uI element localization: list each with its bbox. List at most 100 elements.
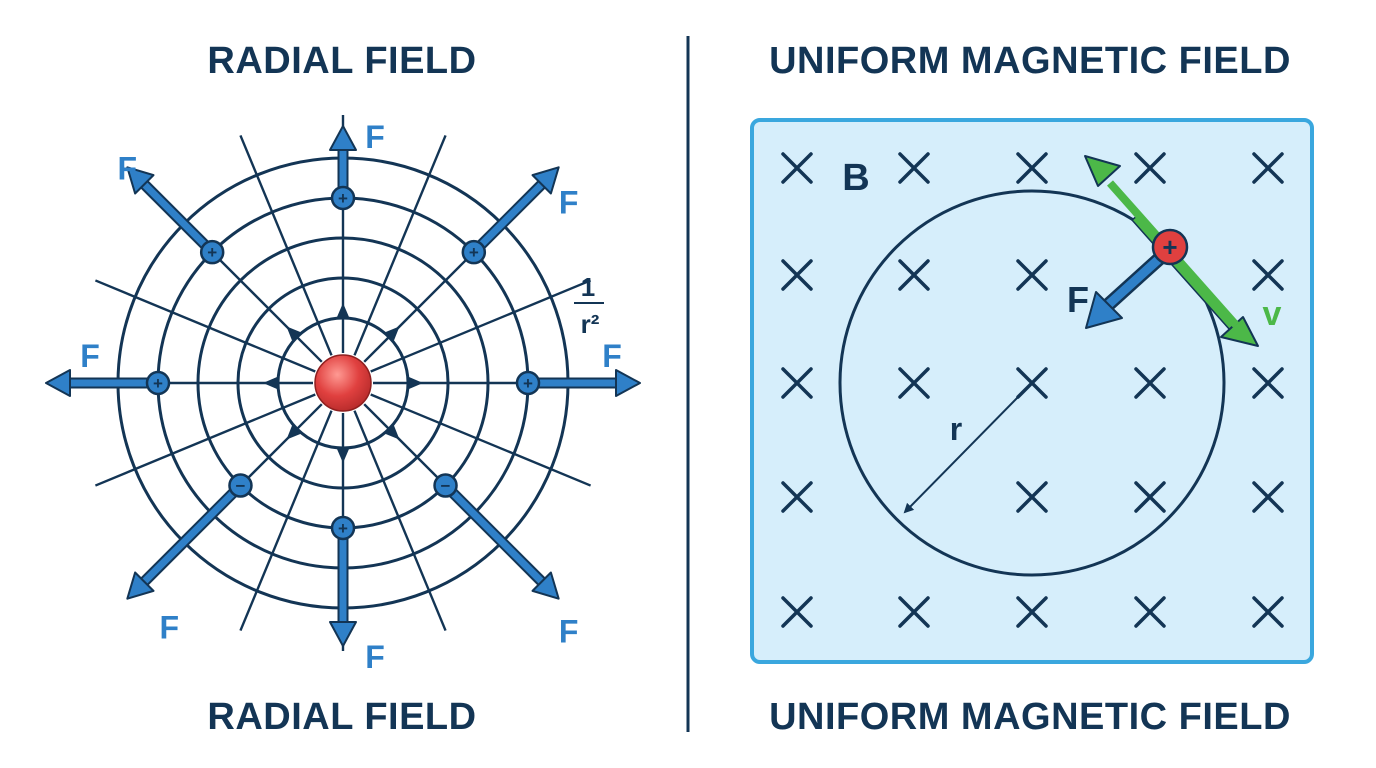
force-label: F (160, 610, 180, 646)
test-charges: + + + + + − + − (145, 185, 541, 541)
field-direction-arrowhead (337, 449, 349, 463)
field-cross (781, 367, 813, 399)
test-charge (145, 370, 171, 396)
force-arrowhead (531, 166, 560, 195)
field-label-b: B (842, 157, 869, 199)
test-charge-sign: − (236, 477, 246, 496)
moving-charge-sign: + (1162, 232, 1177, 262)
test-charge-sign: − (441, 477, 451, 496)
moving-charge (1151, 228, 1189, 266)
field-line (239, 410, 333, 632)
test-charge (228, 473, 253, 498)
field-cross (1016, 259, 1048, 291)
velocity-label: v (1263, 295, 1282, 333)
field-direction-arrowhead (409, 377, 423, 389)
test-charge-sign: + (469, 243, 479, 262)
force-arrow-shaft (443, 483, 545, 585)
field-line (370, 393, 592, 487)
field-cross (1016, 481, 1048, 513)
force-arrowhead (45, 369, 71, 397)
radial-field-title-bottom: RADIAL FIELD (207, 696, 477, 738)
field-line (370, 279, 592, 373)
force-arrows: F F F F F F F F (45, 119, 641, 675)
field-cross (1134, 481, 1166, 513)
force-arrowhead (531, 571, 560, 600)
field-direction-arrowhead (286, 425, 301, 440)
test-charge-sign: + (207, 243, 217, 262)
magnetic-field-region (750, 118, 1314, 664)
uniform-field-title-top: UNIFORM MAGNETIC FIELD (769, 40, 1291, 82)
field-direction-arrowhead (385, 326, 400, 341)
source-charge (314, 354, 372, 412)
field-cross (898, 367, 930, 399)
radial-field-title-top: RADIAL FIELD (207, 40, 477, 82)
force-label: F (118, 150, 138, 186)
field-cross (1134, 596, 1166, 628)
test-charge-sign: + (523, 374, 533, 393)
field-line (94, 393, 316, 487)
force-label: F (559, 184, 579, 220)
field-cross (781, 596, 813, 628)
uniform-field-title-bottom: UNIFORM MAGNETIC FIELD (769, 696, 1291, 738)
field-direction-arrowhead (263, 377, 277, 389)
field-cross (898, 152, 930, 184)
field-cross (1016, 596, 1048, 628)
field-cross (898, 596, 930, 628)
magnetic-force-vector (1085, 251, 1167, 329)
test-charge (199, 239, 225, 265)
field-cross (781, 152, 813, 184)
field-cross (1252, 259, 1284, 291)
field-cross (1016, 152, 1048, 184)
test-charge-sign: + (338, 519, 348, 538)
force-label: F (365, 119, 385, 155)
inverse-square-numerator: 1 (581, 272, 595, 302)
force-arrowhead (329, 125, 357, 151)
force-arrowhead (329, 621, 357, 647)
field-line (239, 134, 333, 356)
field-direction-arrowhead (286, 326, 301, 341)
field-cross (781, 481, 813, 513)
field-cross (1252, 152, 1284, 184)
field-line (353, 410, 447, 632)
force-arrowhead (126, 571, 155, 600)
radial-field-diagram: F F F F F F F F + + + + + − + − 1 r² (45, 115, 641, 675)
uniform-magnetic-field-diagram: B r v F + (750, 118, 1314, 664)
magnetic-force-label: F (1067, 279, 1089, 320)
force-label: F (365, 639, 385, 675)
force-arrow-shaft (141, 181, 215, 255)
test-charge-sign: + (338, 189, 348, 208)
field-direction-arrowhead (385, 425, 400, 440)
field-cross (781, 259, 813, 291)
force-label: F (559, 614, 579, 650)
field-cross (898, 259, 930, 291)
field-line (94, 279, 316, 373)
field-cross (1252, 367, 1284, 399)
field-into-page-markers (781, 152, 1284, 628)
field-cross (1252, 596, 1284, 628)
field-direction-arrowhead (337, 303, 349, 317)
radius-arrow (903, 392, 1023, 514)
test-charge (330, 185, 356, 211)
force-arrow-shaft (141, 483, 243, 585)
inverse-square-denominator: r² (581, 309, 600, 339)
force-label: F (602, 338, 622, 374)
force-arrowhead (615, 369, 641, 397)
inverse-square-label: 1 r² (574, 272, 604, 339)
force-label: F (80, 338, 100, 374)
test-charge-sign: + (153, 374, 163, 393)
field-direction-arrows (263, 303, 423, 463)
field-line (353, 134, 447, 356)
field-cross (1134, 367, 1166, 399)
field-cross (1252, 481, 1284, 513)
test-charge (433, 473, 458, 498)
force-arrow-shaft (471, 181, 545, 255)
field-cross (1016, 367, 1048, 399)
radius-label: r (950, 411, 962, 447)
force-arrowhead (126, 166, 155, 195)
circular-orbit (838, 189, 1226, 577)
test-charge (330, 515, 356, 541)
test-charge (461, 239, 487, 265)
test-charge (515, 370, 541, 396)
field-cross (1134, 152, 1166, 184)
